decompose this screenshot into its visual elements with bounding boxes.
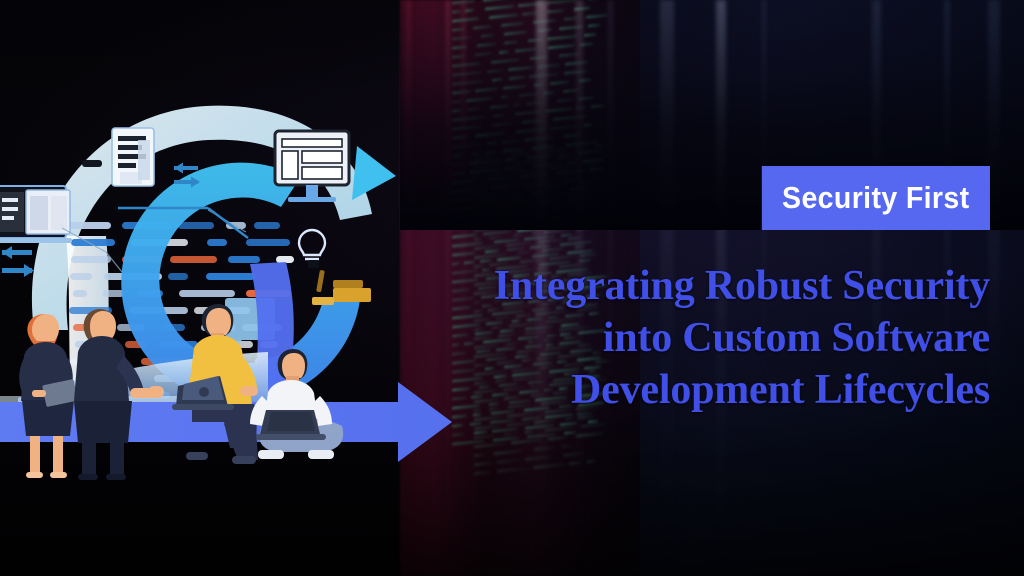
person-standing-man	[74, 309, 164, 480]
hero-text-block: Security First Integrating Robust Securi…	[450, 166, 990, 416]
circular-process-arrow	[121, 146, 396, 403]
laptop-device	[172, 376, 234, 410]
person-seated-laptop	[172, 304, 258, 464]
connector-lines-blue	[118, 206, 249, 239]
laptop-window-icon	[0, 185, 72, 243]
decor-dash	[82, 160, 102, 167]
transfer-arrows-icon	[174, 162, 200, 188]
page-title-line-2: into Custom Software	[602, 315, 990, 362]
person-standing-woman	[19, 314, 78, 478]
lightbulb-base	[308, 260, 319, 268]
page-title-line-3: Development Lifecycles	[571, 367, 990, 414]
person-crosslegged-laptop	[250, 349, 344, 459]
transfer-arrows-icon	[2, 246, 34, 277]
document-file-icon	[111, 127, 155, 187]
monitor-dashboard-icon	[273, 129, 351, 202]
status-badge: Security First	[762, 166, 990, 230]
sticky-note-icon	[312, 270, 371, 305]
page-title-line-1: Integrating Robust Security	[493, 263, 990, 309]
laptop-device	[256, 410, 326, 440]
lightbulb-icon	[297, 228, 327, 261]
page-title: Integrating Robust Security into Custom …	[450, 260, 990, 416]
devops-illustration	[0, 105, 452, 480]
